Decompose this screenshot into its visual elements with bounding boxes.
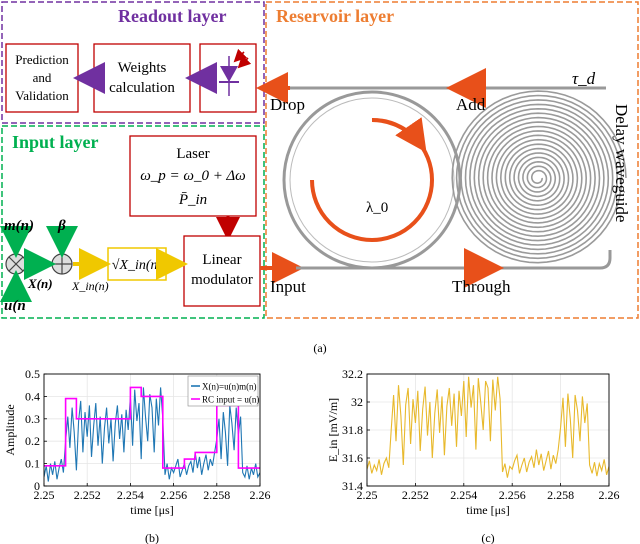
chart-b-y-tick-label: 0.4 [25, 389, 40, 403]
u-label: u(n [4, 298, 26, 314]
chart-c-axes-frame [366, 373, 610, 487]
chart-b-y-axis-label: Amplitude [3, 404, 17, 455]
modulator-block [183, 235, 261, 307]
prediction-block [5, 43, 79, 113]
laser-equation: ω_p = ω_0 + Δω [140, 168, 246, 184]
chart-b-y-tick-label: 0.2 [25, 434, 40, 448]
photodiode-icon [219, 48, 252, 96]
m-label: m(n) [4, 218, 34, 234]
chart-b-x-tick-label: 2.258 [203, 488, 230, 502]
multiplier-node [5, 253, 27, 275]
drop-label: Drop [270, 95, 305, 114]
chart-b-y-tick-label: 0.1 [25, 457, 40, 471]
chart-c-y-tick-label: 32 [351, 395, 363, 409]
lambda-label: λ_0 [366, 200, 388, 216]
chart-b-y-tick-label: 0.3 [25, 412, 40, 426]
chart-b-x-tick-label: 2.26 [250, 488, 271, 502]
chart-b-legend-label-0: X(n)=u(n)m(n) [202, 382, 257, 392]
prediction-label-3: Validation [15, 88, 69, 103]
sqrt-label: √X_in(n) [112, 258, 163, 273]
chart-b-x-tick-label: 2.252 [74, 488, 101, 502]
circulating-light-arrow [310, 117, 434, 242]
beta-label: β [57, 218, 66, 234]
x-label: X(n) [27, 276, 53, 291]
chart-c-y-axis-label: E_in [mV/m] [326, 398, 340, 462]
laser-title: Laser [176, 146, 209, 162]
chart-b-axes-frame [43, 373, 261, 487]
prediction-label-2: and [33, 70, 52, 85]
chart-b: 2.25 2.252 2.254 2.256 2.258 2.26 0 0.1 0.2 0.3 0.… [3, 367, 271, 544]
through-label: Through [452, 277, 511, 296]
modulator-label-1: Linear [202, 252, 241, 268]
modulator-label-2: modulator [191, 272, 253, 288]
chart-c-series-line-0 [367, 376, 609, 478]
microring-inner [289, 97, 455, 263]
chart-c-y-tick-label: 31.8 [342, 423, 363, 437]
chart-b-legend-label-1: RC input = u(n) [202, 395, 259, 405]
chart-b-x-tick-label: 2.256 [160, 488, 187, 502]
chart-c: 2.25 2.252 2.254 2.256 2.258 2.26 31.4 31.6 31.8… [326, 367, 620, 544]
readout-layer-frame [1, 1, 265, 124]
chart-b-x-tick-label: 2.25 [34, 488, 55, 502]
chart-c-x-tick-label: 2.254 [450, 488, 477, 502]
chart-b-legend-box [187, 375, 259, 407]
chart-c-x-tick-label: 2.25 [357, 488, 378, 502]
chart-c-y-tick-label: 31.6 [342, 451, 363, 465]
add-label: Add [456, 95, 486, 114]
adder-node [51, 253, 73, 275]
delay-spiral [451, 90, 627, 264]
weights-block [93, 43, 191, 113]
xin-label: X_in(n) [71, 279, 109, 293]
tau-label: τ_d [572, 69, 596, 88]
chart-c-x-tick-label: 2.258 [547, 488, 574, 502]
chart-b-x-tick-label: 2.254 [117, 488, 144, 502]
laser-power: P̄_in [178, 192, 207, 208]
chart-b-x-axis-label: time [μs] [130, 503, 173, 517]
chart-c-y-tick-label: 31.4 [342, 479, 363, 493]
chart-b-series-line-0 [44, 387, 260, 482]
chart-b-caption: (b) [145, 531, 159, 544]
delay-waveguide-label: Delay waveguide [612, 104, 631, 222]
chart-c-x-tick-label: 2.252 [402, 488, 429, 502]
weights-label-1: Weights [118, 60, 167, 76]
laser-block [129, 135, 257, 217]
reservoir-layer-frame [265, 1, 639, 319]
reservoir-layer-title: Reservoir layer [276, 6, 394, 26]
chart-c-caption: (c) [481, 531, 494, 544]
chart-c-x-tick-label: 2.26 [599, 488, 620, 502]
input-label: Input [270, 277, 306, 296]
chart-c-x-tick-label: 2.256 [499, 488, 526, 502]
input-layer-title: Input layer [12, 132, 99, 152]
chart-b-series-line-1 [44, 386, 260, 469]
chart-b-y-tick-label: 0 [34, 479, 40, 493]
microring-resonator [282, 90, 462, 270]
readout-layer-title: Readout layer [118, 6, 226, 26]
prediction-label-1: Prediction [15, 52, 69, 67]
chart-c-x-axis-label: time [μs] [466, 503, 509, 517]
weights-label-2: calculation [109, 80, 175, 96]
chart-b-y-tick-label: 0.5 [25, 367, 40, 381]
bus-waveguide-bottom [296, 250, 612, 270]
chart-c-y-tick-label: 32.2 [342, 367, 363, 381]
input-layer-frame [1, 125, 265, 319]
caption-a: (a) [313, 341, 326, 355]
